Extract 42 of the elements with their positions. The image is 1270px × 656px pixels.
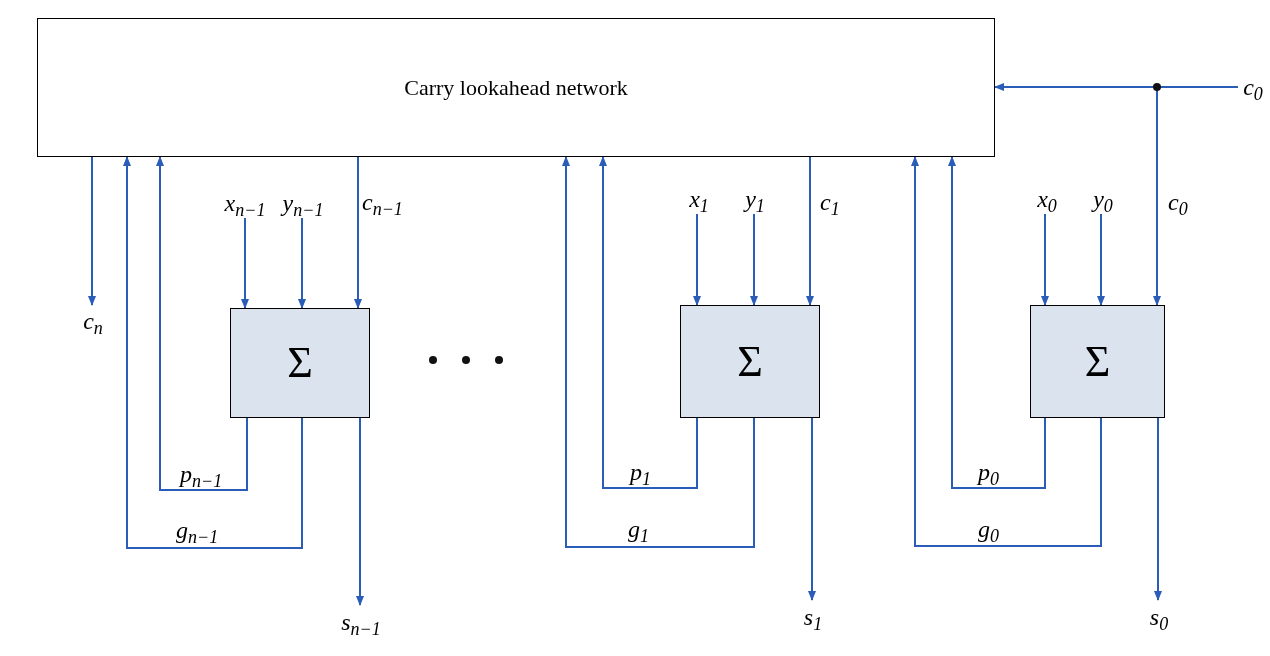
edge-label: p$_{1}$ bbox=[630, 460, 651, 484]
adder-box: Σ bbox=[230, 308, 370, 418]
edge-label: p$_{n−1}$ bbox=[180, 462, 223, 486]
arrow bbox=[599, 156, 698, 489]
arrow bbox=[88, 156, 96, 306]
edge-label: c$_{1}$ bbox=[820, 190, 840, 214]
arrow bbox=[750, 213, 758, 306]
signal-label: c$_{0}$ bbox=[1238, 70, 1268, 104]
signal-label: s$_{1}$ bbox=[796, 600, 830, 634]
signal-label: y$_{n−1}$ bbox=[276, 188, 330, 218]
signal-label: s$_{n−1}$ bbox=[334, 605, 388, 639]
signal-label: x$_{0}$ bbox=[1030, 184, 1064, 214]
arrow bbox=[123, 156, 303, 549]
arrow bbox=[948, 156, 1046, 489]
adder-box: Σ bbox=[680, 305, 820, 418]
arrow bbox=[156, 156, 248, 491]
edge-label: c$_{n−1}$ bbox=[362, 190, 403, 214]
arrow bbox=[562, 156, 755, 548]
arrow bbox=[1154, 417, 1162, 601]
edge-label: c$_{0}$ bbox=[1168, 190, 1188, 214]
edge-label: g$_{n−1}$ bbox=[176, 518, 219, 542]
signal-label: y$_{1}$ bbox=[738, 184, 772, 214]
signal-label: c$_{n}$ bbox=[72, 305, 114, 337]
edge-label: g$_{1}$ bbox=[628, 517, 649, 541]
arrow bbox=[911, 156, 1102, 547]
arrow bbox=[1041, 213, 1049, 306]
edge-label: p$_{0}$ bbox=[978, 460, 999, 484]
signal-label: y$_{0}$ bbox=[1086, 184, 1120, 214]
arrow bbox=[1097, 213, 1105, 306]
adder-box: Σ bbox=[1030, 305, 1165, 418]
edge-label: g$_{0}$ bbox=[978, 517, 999, 541]
arrow bbox=[693, 213, 701, 306]
arrow bbox=[806, 156, 814, 306]
arrow bbox=[808, 417, 816, 601]
arrow bbox=[354, 156, 362, 309]
arrow bbox=[356, 417, 364, 606]
signal-label: x$_{n−1}$ bbox=[218, 188, 272, 218]
network-box: Carry lookahead network bbox=[37, 18, 995, 157]
arrow bbox=[298, 217, 306, 309]
signal-label: x$_{1}$ bbox=[682, 184, 716, 214]
signal-label: s$_{0}$ bbox=[1142, 600, 1176, 634]
arrow bbox=[241, 217, 249, 309]
